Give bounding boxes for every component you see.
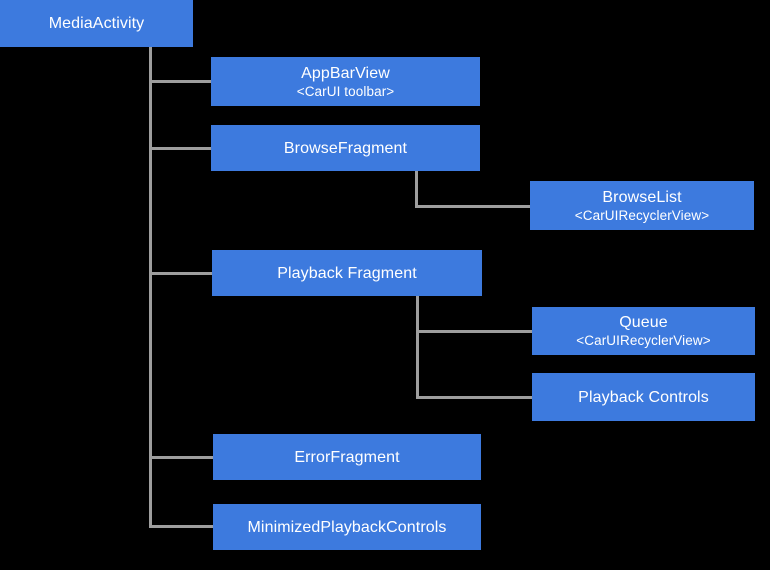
node-error-fragment[interactable]: ErrorFragment bbox=[213, 434, 481, 480]
connector-trunk-to-error-fragment bbox=[149, 456, 215, 459]
node-browse-fragment-title: BrowseFragment bbox=[283, 139, 408, 157]
node-minimized-playback-controls-title: MinimizedPlaybackControls bbox=[247, 518, 447, 536]
node-playback-fragment[interactable]: Playback Fragment bbox=[212, 250, 482, 296]
connector-trunk-to-playback-fragment bbox=[149, 272, 214, 275]
node-minimized-playback-controls[interactable]: MinimizedPlaybackControls bbox=[213, 504, 481, 550]
node-browse-list-subtitle: <CarUIRecyclerView> bbox=[574, 207, 710, 223]
connector-playback-fragment-to-queue bbox=[416, 330, 534, 333]
node-app-bar-view[interactable]: AppBarView <CarUI toolbar> bbox=[211, 57, 480, 106]
node-playback-fragment-title: Playback Fragment bbox=[277, 264, 417, 282]
node-app-bar-view-title: AppBarView bbox=[301, 64, 390, 82]
node-error-fragment-title: ErrorFragment bbox=[294, 448, 400, 466]
connector-trunk-to-browse-fragment bbox=[149, 147, 213, 150]
node-queue-title: Queue bbox=[619, 314, 668, 331]
node-media-activity[interactable]: MediaActivity bbox=[0, 0, 193, 47]
node-browse-list-title: BrowseList bbox=[602, 188, 682, 206]
node-media-activity-title: MediaActivity bbox=[48, 15, 145, 32]
connector-trunk-main bbox=[149, 47, 152, 528]
node-browse-fragment[interactable]: BrowseFragment bbox=[211, 125, 480, 171]
node-queue-subtitle: <CarUIRecyclerView> bbox=[576, 333, 711, 348]
connector-playback-fragment-to-playback-controls bbox=[416, 396, 534, 399]
node-browse-list[interactable]: BrowseList <CarUIRecyclerView> bbox=[530, 181, 754, 230]
node-queue[interactable]: Queue <CarUIRecyclerView> bbox=[532, 307, 755, 355]
node-app-bar-view-subtitle: <CarUI toolbar> bbox=[296, 83, 395, 99]
connector-browse-fragment-drop bbox=[415, 171, 418, 208]
node-playback-controls[interactable]: Playback Controls bbox=[532, 373, 755, 421]
connector-trunk-to-app-bar-view bbox=[149, 80, 213, 83]
connector-trunk-to-minimized-playback-controls bbox=[149, 525, 215, 528]
connector-playback-fragment-drop bbox=[416, 296, 419, 399]
node-playback-controls-title: Playback Controls bbox=[578, 388, 709, 406]
connector-browse-fragment-to-browse-list bbox=[415, 205, 532, 208]
